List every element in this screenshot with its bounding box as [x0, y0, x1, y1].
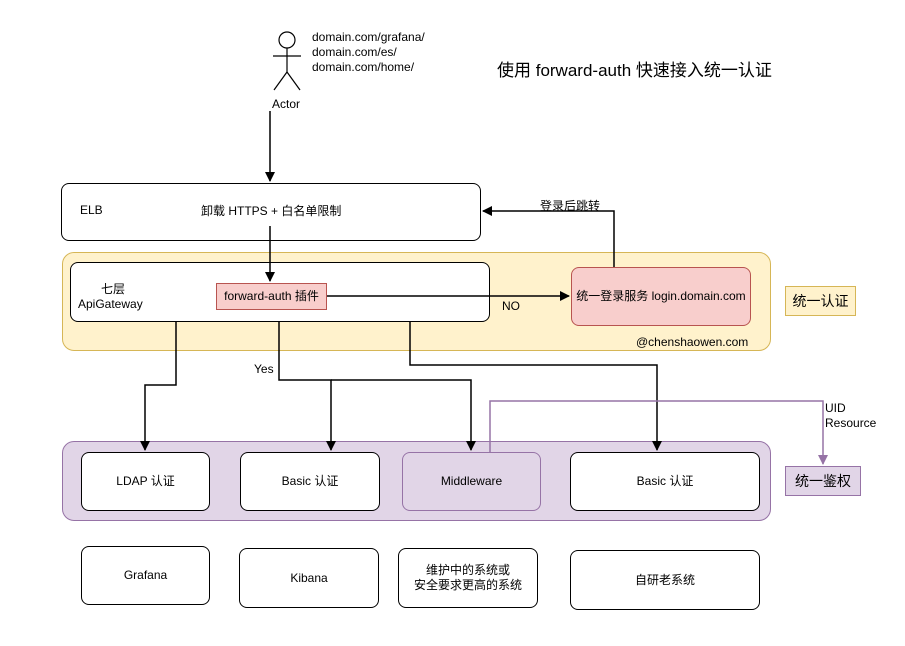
actor-icon: [273, 31, 301, 91]
unified-authz-label: 统一鉴权: [785, 466, 861, 496]
edge-middleware-to-authz: [489, 400, 828, 465]
edge-label-no: NO: [502, 299, 520, 313]
auth-method-box: Basic 认证: [570, 452, 760, 511]
auth-method-box: LDAP 认证: [81, 452, 210, 511]
edge-login-to-elb: [482, 206, 615, 267]
middleware-box: Middleware: [402, 452, 541, 511]
edge-gateway-to-ldap: [140, 322, 177, 451]
gateway-layer-label: 七层: [101, 282, 126, 296]
login-service-box: 统一登录服务 login.domain.com: [571, 267, 751, 326]
elb-box: ELB 卸载 HTTPS + 白名单限制: [61, 183, 481, 241]
system-box-maintenance: 维护中的系统或 安全要求更高的系统: [398, 548, 538, 608]
edge-gateway-to-middleware: [331, 379, 476, 451]
credit-label: @chenshaowen.com: [636, 335, 749, 349]
edge-gateway-to-basic-legacy: [409, 322, 662, 451]
maintenance-line-1: 维护中的系统或: [425, 563, 510, 577]
actor-domain: domain.com/home/: [312, 60, 415, 74]
edge-label-uid: UID: [825, 401, 846, 415]
edge-label-yes: Yes: [254, 362, 274, 376]
edge-gateway-to-basic: [278, 322, 336, 451]
elb-description: 卸载 HTTPS + 白名单限制: [201, 204, 342, 218]
maintenance-line-2: 安全要求更高的系统: [413, 578, 522, 592]
actor-domain: domain.com/grafana/: [312, 30, 425, 44]
actor-label: Actor: [272, 97, 301, 111]
unified-auth-label: 统一认证: [785, 286, 856, 316]
elb-name: ELB: [80, 203, 103, 217]
auth-method-box: Basic 认证: [240, 452, 380, 511]
system-box-kibana: Kibana: [239, 548, 379, 608]
diagram-title: 使用 forward-auth 快速接入统一认证: [497, 61, 772, 80]
gateway-name: ApiGateway: [78, 297, 143, 311]
system-box-grafana: Grafana: [81, 546, 210, 605]
forward-auth-plugin: forward-auth 插件: [216, 283, 327, 310]
actor-domain: domain.com/es/: [312, 45, 397, 59]
system-box-legacy: 自研老系统: [570, 550, 760, 610]
edge-label-resource: Resource: [825, 416, 877, 430]
